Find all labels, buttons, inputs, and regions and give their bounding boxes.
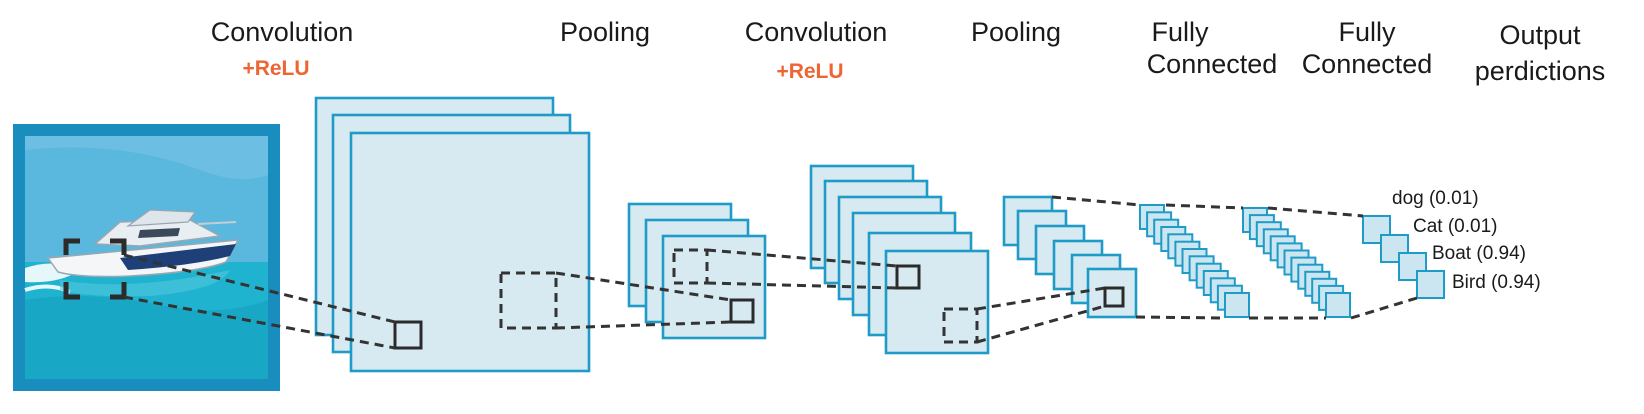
connector-pool1-conv2-top — [706, 248, 898, 268]
fc1-neuron — [1224, 292, 1250, 318]
pool1-window-box — [499, 271, 558, 330]
fc1-title-line1: Fully — [1151, 17, 1209, 47]
prediction-label-dog: dog (0.01) — [1392, 188, 1479, 209]
connector-fc1-fc2-top — [1165, 203, 1244, 210]
conv1-activation: +ReLU — [242, 57, 309, 80]
speedboat-icon — [46, 209, 240, 278]
connector-input-conv1-top — [123, 253, 396, 324]
receptive-field-brackets — [63, 238, 127, 300]
sky-cloud — [25, 136, 268, 179]
connector-fc2-output-top — [1267, 206, 1364, 218]
fc2-title-line1: Fully — [1338, 17, 1396, 47]
prediction-label-cat: Cat (0.01) — [1413, 216, 1497, 237]
output-nodes — [1362, 215, 1445, 299]
conv1-feature-maps — [314, 96, 591, 373]
prediction-label-bird: Bird (0.94) — [1452, 272, 1541, 293]
conv1-map-3 — [349, 131, 591, 373]
conv2-feature-maps — [809, 164, 990, 355]
water-shade — [25, 296, 268, 379]
conv2-map-6 — [884, 249, 990, 355]
pool2-feature-maps — [1002, 195, 1138, 319]
pool1-title: Pooling — [560, 17, 650, 47]
fc1-neurons — [1139, 204, 1250, 318]
fc2-neuron — [1325, 292, 1351, 318]
boat-reflection — [60, 270, 230, 297]
connector-lines — [123, 195, 1418, 350]
connector-pool2-fc1-top — [1051, 195, 1141, 207]
connector-pool1-conv2-bottom — [706, 281, 898, 290]
conv1-title: Convolution — [211, 17, 354, 47]
conv2-title: Convolution — [745, 17, 888, 47]
prediction-label-boat: Boat (0.94) — [1432, 243, 1526, 264]
conv2-window-box — [672, 248, 709, 285]
fc1-title-line2: Connected — [1147, 49, 1278, 79]
pool2-kernel-box — [1103, 286, 1125, 308]
conv2-kernel-box — [895, 264, 921, 290]
connector-conv2-pool2-top — [976, 286, 1106, 311]
conv1-kernel-box — [393, 320, 423, 350]
connector-pool2-fc1-bottom — [1135, 315, 1226, 320]
connector-conv2-pool2-bottom — [976, 304, 1106, 344]
input-image — [13, 124, 280, 391]
output-node-bird — [1416, 270, 1445, 299]
pool2-title: Pooling — [971, 17, 1061, 47]
pool2-window-box — [942, 307, 979, 344]
connector-input-conv1-bottom — [123, 295, 396, 350]
connector-fc2-output-bottom — [1350, 296, 1418, 320]
fc2-title-line2: Connected — [1302, 49, 1433, 79]
output-title-line2: perdictions — [1475, 56, 1606, 86]
pool1-feature-maps — [627, 202, 767, 340]
fc2-neurons — [1242, 207, 1351, 318]
pool1-kernel-box — [729, 298, 755, 324]
output-title-line1: Output — [1499, 20, 1581, 50]
conv2-activation: +ReLU — [776, 60, 843, 83]
